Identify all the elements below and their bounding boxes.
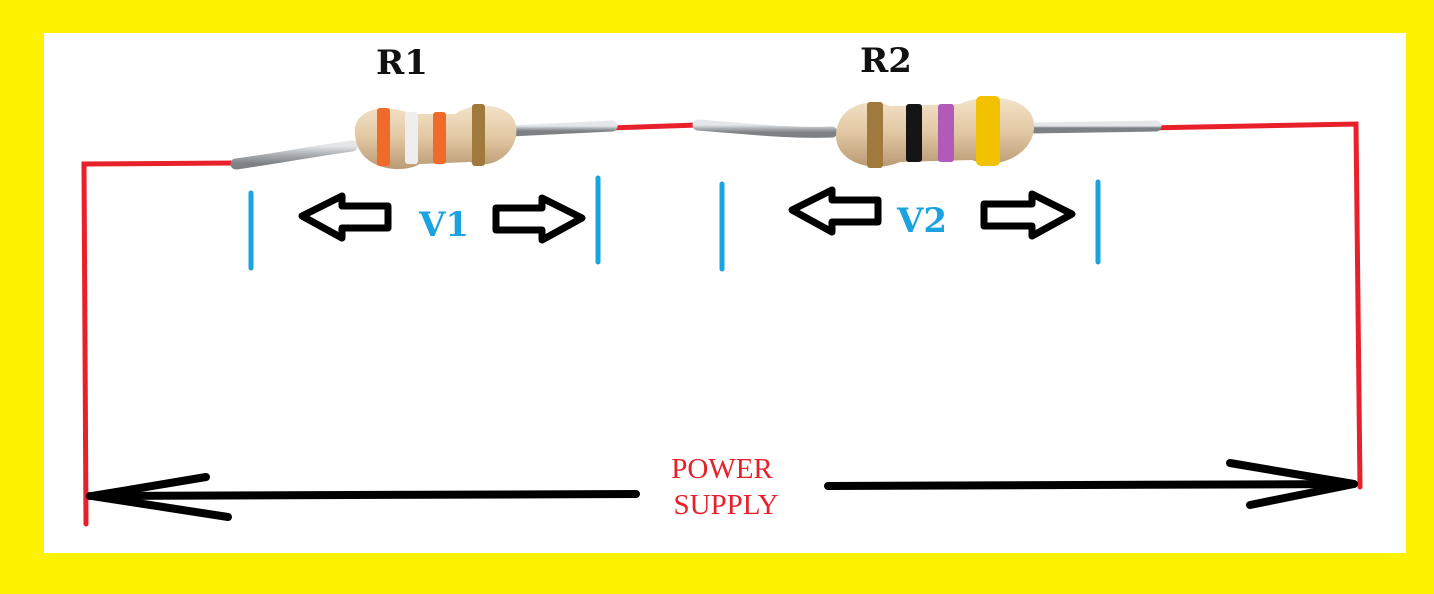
wire-right: [1142, 121, 1363, 490]
power-supply-label-line2: SUPPLY: [673, 489, 778, 521]
r2-band-3: [938, 104, 954, 162]
v1-arrows: [298, 192, 586, 244]
power-supply-line-left: [86, 490, 640, 500]
r1-lead-right: [504, 120, 618, 137]
label-v2: V2: [896, 201, 947, 241]
r1-lead-left: [230, 140, 358, 170]
v2-arrows: [788, 186, 1076, 240]
v2-left-arrow-icon: [788, 186, 882, 236]
r2-band-1: [867, 102, 883, 168]
r2-lead-left: [692, 119, 838, 138]
power-supply-line-right: [824, 480, 1358, 490]
v1-left-arrow-icon: [298, 192, 392, 242]
label-r2: R2: [860, 41, 912, 81]
r2-lead-right: [1024, 120, 1162, 134]
power-supply-left-arrowhead-icon: [91, 473, 232, 521]
resistor-r1: [230, 104, 618, 170]
r2-body: [836, 97, 1035, 167]
v1-right-arrow-icon: [492, 194, 586, 244]
r2-band-4: [976, 96, 1000, 166]
power-supply-arrow: [86, 459, 1358, 521]
resistor-r2: [692, 96, 1162, 168]
circuit-wires: [81, 121, 1363, 527]
r1-band-3: [433, 112, 446, 164]
power-supply-right-arrowhead-icon: [1226, 459, 1355, 509]
label-r1: R1: [376, 43, 428, 83]
white-panel: [44, 33, 1406, 553]
r2-band-2: [906, 104, 922, 162]
r1-band-4: [472, 104, 485, 166]
wire-middle: [605, 122, 701, 131]
label-v1: V1: [418, 205, 469, 245]
power-supply-label-line1: POWER: [671, 453, 773, 485]
voltage-markers: [248, 175, 1101, 272]
wire-left: [81, 160, 238, 527]
v2-right-arrow-icon: [980, 190, 1076, 240]
r1-band-1: [377, 108, 390, 166]
r1-band-2: [405, 112, 418, 164]
